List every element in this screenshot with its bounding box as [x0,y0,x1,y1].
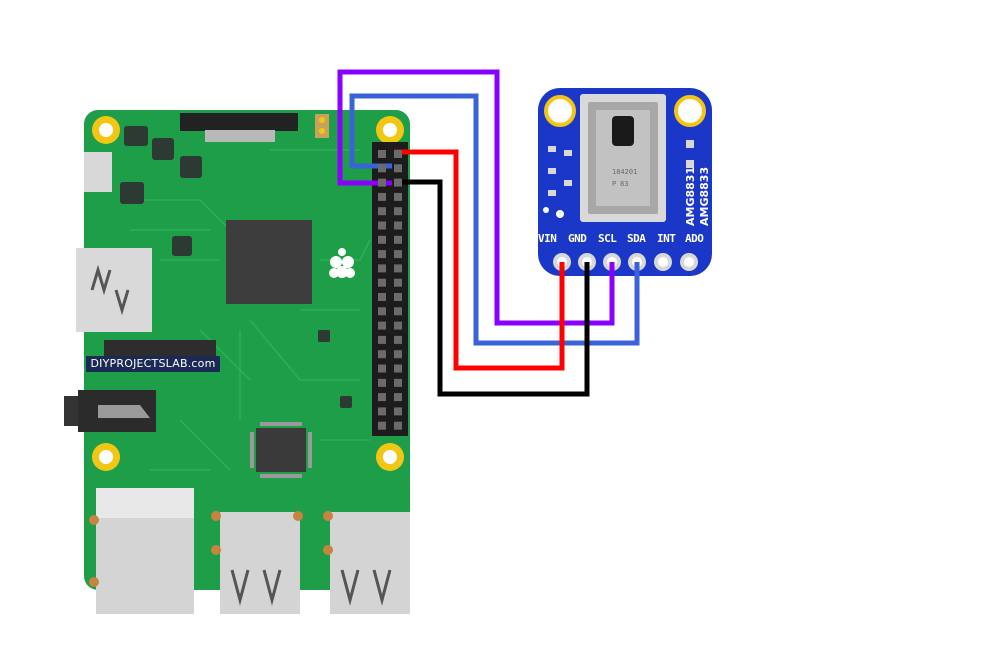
gpio-pin [378,264,386,273]
gpio-pin [394,293,402,301]
gpio-pin [394,178,402,187]
pin-label-scl: SCL [598,232,617,245]
gpio-pin [378,207,386,216]
hdmi-port-top [76,248,152,332]
gpio-pin [378,335,386,344]
wire-sda [349,93,640,346]
gpio-pin [378,221,386,230]
gpio-pins [378,150,402,430]
gpio-pin [378,321,386,330]
gpio-pin [378,407,386,416]
wire-scl [337,69,615,326]
gpio-pin [394,364,402,373]
gpio-pin [394,264,402,273]
gpio-pin [394,192,402,201]
pin-label-vin: VIN [538,232,557,245]
gpio-pin [378,164,386,173]
gpio-pin [394,221,402,230]
smd-components [120,126,352,408]
gpio-pin [378,192,386,201]
sensor-lens [612,116,634,146]
gpio-pin [378,421,386,430]
gpio-pin [378,178,386,187]
pin-label-sda: SDA [627,232,646,245]
raspberry-pi-logo [329,248,355,278]
gpio-pin [378,250,386,259]
camera-connector [104,340,216,358]
gpio-header [372,142,408,436]
gpio-pin [394,407,402,416]
micro-usb-port [84,152,112,192]
cap-text-1: P [612,180,617,188]
gpio-pin [394,393,402,402]
gpio-pin [394,207,402,216]
gpio-pin [394,378,402,387]
amg8833-sensor-board [538,88,712,276]
gpio-pin [378,364,386,373]
gpio-pin [394,278,402,287]
gpio-pin [378,293,386,301]
usb-controller-chip [256,428,306,472]
part-number-2: AMG8833 [698,166,711,226]
raspberry-pi-board [64,110,410,614]
gpio-pin [394,250,402,259]
gpio-pin [394,335,402,344]
soc-chip [226,220,312,304]
display-connector [180,113,298,131]
gpio-pin [394,307,402,316]
gpio-pin [378,307,386,316]
gpio-pin [378,393,386,402]
gpio-pin [394,150,402,158]
wire-vin [394,149,565,371]
watermark-label: DIYPROJECTSLAB.com [86,356,220,372]
gpio-pin [394,421,402,430]
wires [337,69,640,397]
cap-text-2: 83 [620,180,629,188]
mounting-holes [92,116,404,471]
gpio-pin [378,350,386,359]
pcb-traces [130,149,371,471]
usb-port-left [220,512,300,614]
pin-label-ado: ADO [685,232,704,245]
gpio-pin [394,164,402,173]
wire-gnd [394,179,590,397]
usb-port-right [330,512,410,614]
gpio-pin [378,235,386,244]
pin-label-int: INT [657,232,676,245]
gpio-pin [394,321,402,330]
gpio-pin [394,235,402,244]
part-number-1: AMG8831 [684,166,697,226]
pin-label-gnd: GND [568,232,587,245]
cap-text-3: 184201 [612,168,638,176]
gpio-pin [378,378,386,387]
audio-jack [64,390,156,432]
gpio-pin [394,350,402,359]
gpio-pin [378,150,386,158]
gpio-pin [378,278,386,287]
